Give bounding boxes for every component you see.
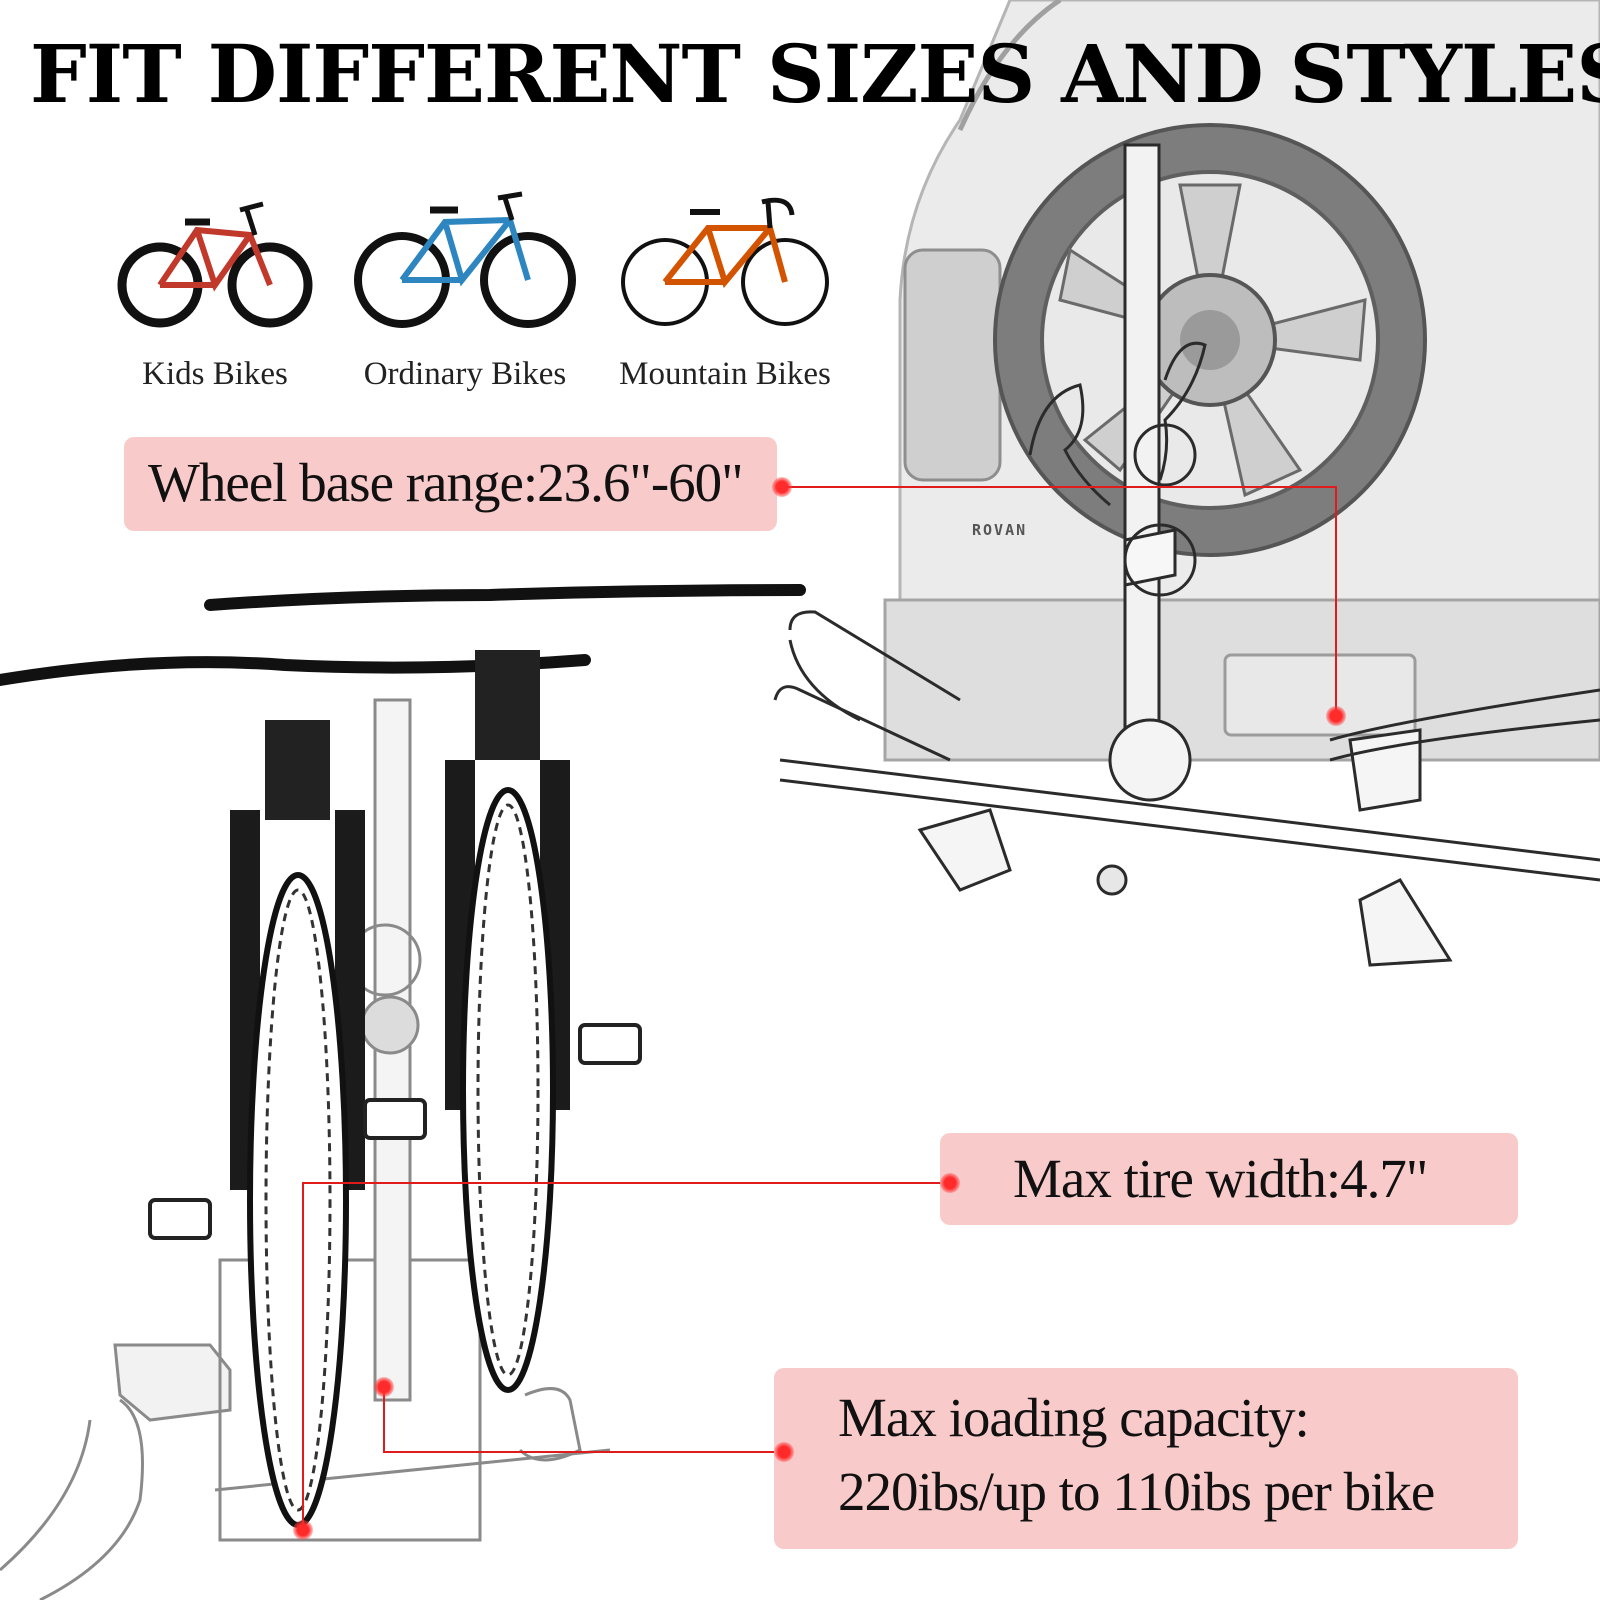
ordinary-bike-icon bbox=[354, 191, 576, 328]
bike-type-label: Kids Bikes bbox=[142, 356, 288, 392]
bike-type-label: Ordinary Bikes bbox=[363, 356, 567, 392]
bike-front-1 bbox=[0, 654, 591, 1528]
bike-type-mountain: Mountain Bikes bbox=[605, 190, 845, 393]
capacity-leader bbox=[383, 1387, 784, 1453]
wheel-base-end-marker bbox=[1326, 706, 1346, 726]
rack-tray-right bbox=[773, 610, 1600, 967]
rack-mast bbox=[1028, 143, 1207, 802]
capacity-end-marker bbox=[374, 1377, 394, 1397]
wheel-base-text: Wheel base range:23.6"-60" bbox=[148, 452, 744, 513]
capacity-line-2: 220ibs/up to 110ibs per bike bbox=[838, 1461, 1435, 1522]
kids-bike-icon bbox=[117, 201, 313, 328]
tire-width-start-marker bbox=[940, 1173, 960, 1193]
capacity-line-1: Max ioading capacity: bbox=[838, 1387, 1310, 1448]
wheel-base-callout: Wheel base range:23.6"-60" bbox=[124, 437, 777, 531]
tire-width-text: Max tire width:4.7" bbox=[1013, 1148, 1428, 1209]
mountain-bike-icon bbox=[621, 197, 829, 326]
vehicle-badge: ROVAN bbox=[972, 521, 1027, 539]
bike-type-kids: Kids Bikes bbox=[95, 190, 335, 393]
tire-width-leader bbox=[302, 1182, 950, 1530]
capacity-callout: Max ioading capacity: 220ibs/up to 110ib… bbox=[774, 1368, 1518, 1549]
tire-width-callout: Max tire width:4.7" bbox=[940, 1133, 1518, 1225]
tire-width-end-marker bbox=[293, 1520, 313, 1540]
bike-type-label: Mountain Bikes bbox=[619, 356, 831, 392]
page-title: FIT DIFFERENT SIZES AND STYLES bbox=[30, 27, 1600, 121]
bike-front-2 bbox=[204, 584, 806, 1393]
wheel-base-start-marker bbox=[772, 477, 792, 497]
wheel-base-leader bbox=[782, 486, 1337, 716]
capacity-start-marker bbox=[774, 1442, 794, 1462]
bike-type-ordinary: Ordinary Bikes bbox=[345, 190, 585, 393]
